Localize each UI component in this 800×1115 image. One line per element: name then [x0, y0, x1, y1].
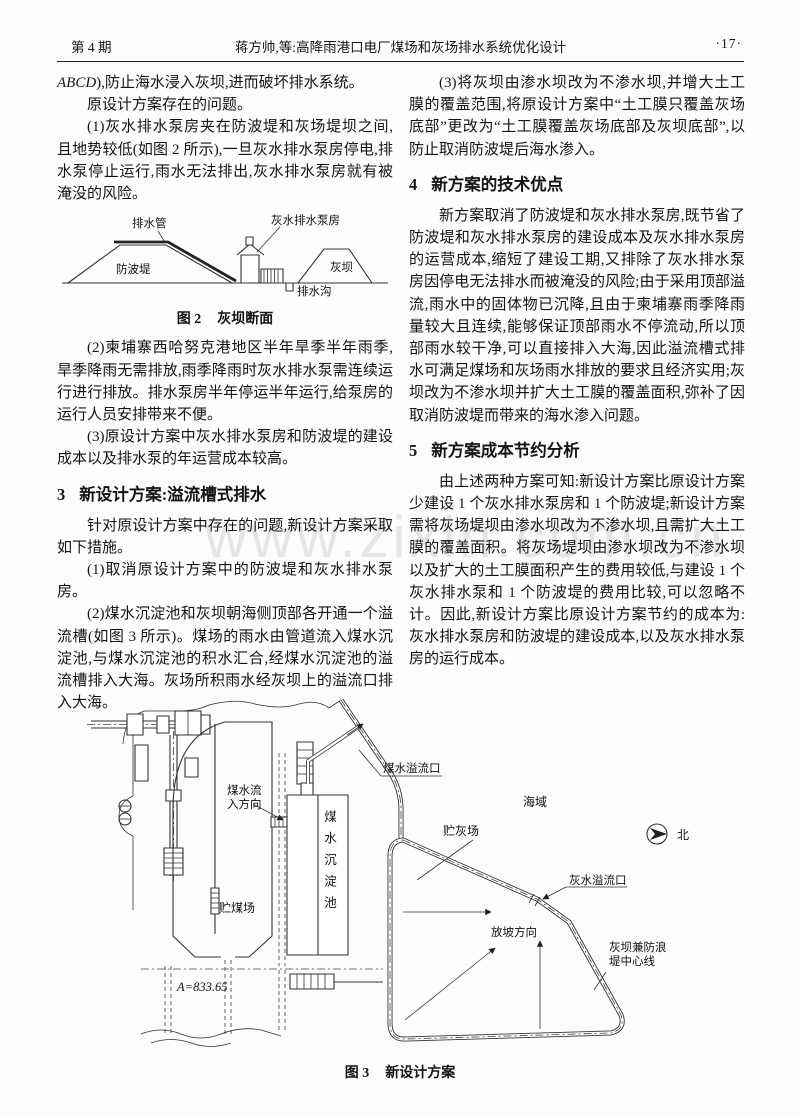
figure3-label-coal-flow-direction: 煤水流 入方向	[227, 784, 262, 812]
figure3-label-area-value: A=833.65	[176, 980, 227, 994]
coal-flow-line1: 煤水流	[227, 785, 262, 797]
figure3-caption-tag: 图 3	[344, 1066, 370, 1081]
figure3-label-slope-direction: 放坡方向	[491, 925, 537, 939]
figure3-caption: 图 3 新设计方案	[0, 1062, 800, 1082]
section5-heading: 5 新方案成本节约分析	[409, 440, 745, 462]
figure3-label-north: 北	[677, 828, 689, 842]
paragraph: 由上述两种方案可知:新设计方案比原设计方案少建设 1 个灰水排水泵房和 1 个防…	[409, 473, 745, 668]
section5-number: 5	[409, 440, 418, 460]
figure3-drawing: 煤水溢流口 海域 贮灰场 灰水溢流口 放坡方向 北 贮煤场 A=833.65	[85, 698, 689, 1058]
coal-flow-line2: 入方向	[227, 799, 262, 811]
figure2-label-breakwater: 防波堤	[116, 262, 151, 276]
paragraph-text: ),防止海水浸入灰坝,进而破坏排水系统。	[96, 75, 364, 91]
header-rule	[57, 61, 744, 62]
figure3: 煤水溢流口 海域 贮灰场 灰水溢流口 放坡方向 北 贮煤场 A=833.65 煤…	[85, 698, 745, 1058]
figure3-caption-title: 新设计方案	[385, 1066, 456, 1081]
section4-number: 4	[409, 174, 418, 194]
section3-title: 新设计方案:溢流槽式排水	[79, 484, 267, 504]
figure2-label-drain-ditch: 排水沟	[297, 284, 332, 298]
issue-label: 第 4 期	[71, 40, 112, 55]
paragraph: 新方案取消了防波堤和灰水排水泵房,既节省了防波堤和灰水排水泵房的建设成本及灰水排…	[409, 207, 745, 424]
left-column: ABCD),防止海水浸入灰坝,进而破坏排水系统。 原设计方案存在的问题。 (1)…	[57, 72, 393, 714]
north-arrow-icon	[650, 828, 667, 840]
paragraph: (3)将灰坝由渗水坝改为不渗水坝,并增大土工膜的覆盖范围,将原设计方案中“土工膜…	[409, 75, 745, 158]
dam-centerline-line1: 灰坝兼防浪	[609, 942, 667, 954]
inline-italic: ABCD	[57, 75, 97, 91]
section3-heading: 3 新设计方案:溢流槽式排水	[57, 484, 393, 506]
page-header: 第 4 期 蒋方帅,等:高降雨港口电厂煤场和灰场排水系统优化设计 ·17·	[57, 36, 744, 58]
section4-title: 新方案的技术优点	[431, 174, 564, 194]
figure2-geometry	[62, 227, 388, 291]
figure2-label-drain-pipe: 排水管	[132, 216, 167, 230]
figure3-label-coal-overflow: 煤水溢流口	[383, 761, 441, 775]
figure3-site-geometry	[87, 700, 667, 1047]
running-title: 蒋方帅,等:高降雨港口电厂煤场和灰场排水系统优化设计	[234, 40, 567, 55]
figure2-drawing: 排水管 灰水排水泵房 防波堤 灰坝 排水沟	[58, 213, 392, 298]
paragraph: (2)柬埔寨西哈努克港地区半年旱季半年雨季,旱季降雨无需排放,雨季降雨时灰水排水…	[57, 340, 393, 424]
paragraph: (2)煤水沉淀池和灰坝朝海侧顶部各开通一个溢流槽(如图 3 所示)。煤场的雨水由…	[57, 606, 393, 712]
figure3-label-ash-overflow: 灰水溢流口	[569, 873, 627, 887]
paragraph: (3)原设计方案中灰水排水泵房和防波堤的建设成本以及排水泵的年运营成本较高。	[57, 429, 393, 468]
page-number: ·17·	[715, 36, 742, 51]
paragraph: (1)灰水排水泵房夹在防波堤和灰场堤坝之间,且地势较低(如图 2 所示),一旦灰…	[57, 119, 393, 203]
figure3-label-ash-yard: 贮灰场	[443, 823, 479, 838]
figure3-label-sea: 海域	[523, 794, 547, 809]
section3-number: 3	[57, 484, 66, 504]
section4-heading: 4 新方案的技术优点	[409, 174, 745, 196]
paragraph: 针对原设计方案中存在的问题,新设计方案采取如下措施。	[57, 517, 393, 556]
section5-title: 新方案成本节约分析	[431, 440, 580, 460]
paragraph: ABCD),防止海水浸入灰坝,进而破坏排水系统。	[57, 72, 393, 94]
figure2-caption: 图 2 灰坝断面	[57, 309, 393, 331]
figure3-label-pond: 煤水沉淀池	[322, 810, 336, 918]
figure2-caption-tag: 图 2	[176, 312, 202, 328]
figure3-label-coal-yard: 贮煤场	[219, 900, 255, 915]
figure3-label-dam-centerline: 灰坝兼防浪 堤中心线	[609, 941, 667, 969]
paragraph: (1)取消原设计方案中的防波堤和灰水排水泵房。	[57, 562, 393, 601]
figure2: 排水管 灰水排水泵房 防波堤 灰坝 排水沟	[57, 211, 393, 307]
right-column: (3)将灰坝由渗水坝改为不渗水坝,并增大土工膜的覆盖范围,将原设计方案中“土工膜…	[409, 72, 745, 671]
figure2-label-ash-dam: 灰坝	[330, 260, 353, 274]
paragraph: 原设计方案存在的问题。	[87, 97, 253, 114]
figure2-label-pump-house: 灰水排水泵房	[271, 213, 340, 227]
figure2-caption-title: 灰坝断面	[217, 312, 274, 328]
dam-centerline-line2: 堤中心线	[609, 956, 655, 968]
